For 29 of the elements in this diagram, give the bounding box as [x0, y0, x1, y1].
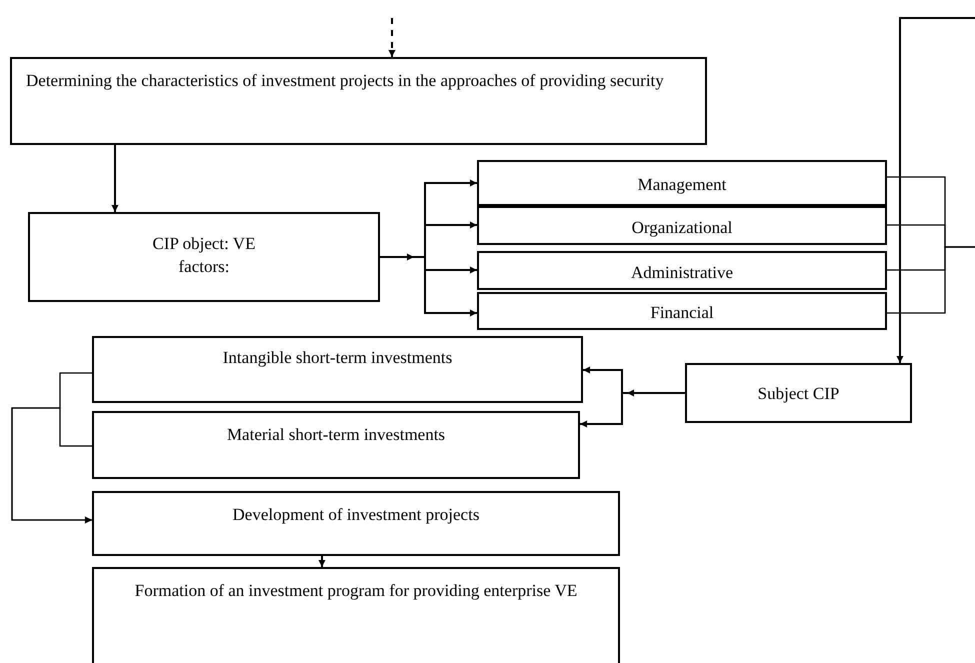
- process-box: [92, 567, 620, 663]
- process-box: [10, 57, 707, 145]
- arrow: [896, 17, 975, 363]
- process-box: [477, 206, 887, 245]
- process-box: [92, 411, 580, 479]
- arrow: [388, 18, 396, 57]
- box-text: Management: [638, 174, 726, 196]
- box-text: CIP object: VE factors:: [152, 233, 256, 278]
- process-box: [92, 336, 583, 403]
- box-text: Formation of an investment program for providing enterprise VE: [134, 580, 578, 602]
- connector-line: [887, 246, 975, 314]
- process-box: [477, 251, 887, 290]
- arrow: [318, 556, 326, 567]
- arrow: [11, 407, 92, 524]
- arrow: [111, 145, 118, 212]
- process-box: [477, 160, 887, 206]
- process-box: [685, 363, 912, 423]
- box-text: Development of investment projects: [232, 504, 480, 526]
- arrow: [580, 392, 685, 428]
- process-box: [28, 212, 380, 302]
- box-text: Material short-term investments: [226, 424, 446, 446]
- box-text: Financial: [650, 302, 714, 324]
- box-text: Determining the characteristics of investment projects in the approaches of providing security: [26, 70, 664, 92]
- box-text: Subject CIP: [758, 383, 840, 405]
- box-text: Administrative: [631, 262, 733, 284]
- process-box: [92, 491, 620, 556]
- process-box: [477, 292, 887, 330]
- box-text: Intangible short-term investments: [222, 347, 452, 369]
- box-text: Organizational: [632, 217, 732, 239]
